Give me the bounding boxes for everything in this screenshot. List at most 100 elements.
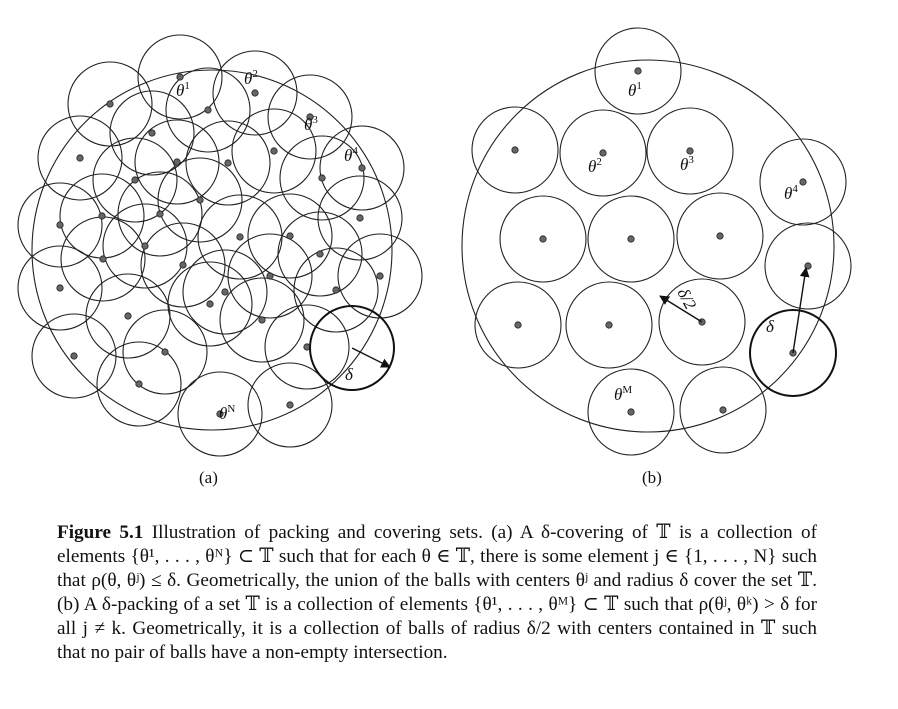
packing-ball — [764, 222, 852, 310]
theta-M-label: θM — [614, 384, 632, 404]
packing-ball — [587, 368, 675, 456]
theta-1-label: θ1 — [176, 80, 190, 100]
highlighted-ball — [309, 305, 395, 391]
covering-ball — [231, 108, 317, 194]
packing-ball — [679, 366, 767, 454]
covering-ball — [247, 362, 333, 448]
center-point — [148, 129, 156, 137]
center-point — [179, 261, 187, 269]
center-point — [358, 164, 366, 172]
theta-2-label: θ2 — [244, 68, 258, 88]
covering-ball — [109, 90, 195, 176]
half-delta-label: δ/2 — [673, 285, 700, 313]
set-T-boundary — [461, 59, 835, 433]
covering-ball — [177, 371, 263, 457]
delta-label: δ — [766, 317, 775, 336]
covering-ball — [137, 34, 223, 120]
center-point — [99, 255, 107, 263]
covering-ball — [102, 203, 188, 289]
packing-ball — [658, 278, 746, 366]
center-point — [56, 221, 64, 229]
center-point — [318, 174, 326, 182]
covering-ball — [212, 50, 298, 136]
center-point — [236, 233, 244, 241]
center-point — [76, 154, 84, 162]
caption-text: Illustration of packing and covering set… — [57, 522, 817, 663]
covering-ball — [37, 115, 123, 201]
covering-ball — [167, 261, 253, 347]
center-point — [799, 178, 807, 186]
center-point — [221, 288, 229, 296]
covering-ball — [264, 304, 350, 390]
center-point — [332, 286, 340, 294]
center-point — [156, 210, 164, 218]
center-point — [251, 89, 259, 97]
packing-centers — [511, 67, 812, 416]
figure-caption: Figure 5.1 Illustration of packing and c… — [57, 521, 817, 665]
center-point — [599, 149, 607, 157]
center-point — [204, 106, 212, 114]
center-point — [176, 73, 184, 81]
covering-ball — [17, 182, 103, 268]
theta-3-label: θ3 — [304, 114, 318, 134]
delta-label: δ — [345, 365, 354, 384]
center-point — [258, 316, 266, 324]
center-point — [173, 158, 181, 166]
center-point — [266, 272, 274, 280]
center-point — [216, 410, 224, 418]
covering-ball — [293, 247, 379, 333]
radius-arrow — [351, 347, 391, 368]
center-point — [56, 284, 64, 292]
theta-4-label: θ4 — [344, 145, 358, 165]
center-point — [539, 235, 547, 243]
covering-ball — [185, 120, 271, 206]
center-point — [306, 113, 314, 121]
theta-1-label: θ1 — [628, 80, 642, 100]
center-point — [627, 235, 635, 243]
covering-ball — [96, 341, 182, 427]
center-point — [124, 312, 132, 320]
center-point — [206, 300, 214, 308]
set-T-boundary — [31, 69, 393, 431]
panel-b-packing: θ1 θ2 θ3 θ4 θM δ/2 δ (b) — [461, 27, 852, 487]
caption-label: Figure 5.1 — [57, 522, 144, 543]
center-point — [605, 321, 613, 329]
center-point — [514, 321, 522, 329]
packing-ball — [471, 106, 559, 194]
theta-3-label: θ3 — [680, 154, 694, 174]
packing-ball — [759, 138, 847, 226]
center-point — [70, 352, 78, 360]
covering-ball — [247, 193, 333, 279]
covering-ball — [319, 125, 405, 211]
covering-ball — [219, 277, 305, 363]
covering-ball — [165, 67, 251, 153]
center-point — [270, 147, 278, 155]
covering-ball — [122, 309, 208, 395]
center-point — [224, 159, 232, 167]
center-point — [719, 406, 727, 414]
center-point — [634, 67, 642, 75]
center-point — [161, 348, 169, 356]
radius-arrow — [792, 267, 810, 354]
packing-ball — [646, 107, 734, 195]
center-point — [511, 146, 519, 154]
center-point — [135, 380, 143, 388]
covering-centers — [56, 73, 384, 418]
packing-ball — [565, 281, 653, 369]
covering-ball — [182, 249, 268, 335]
center-point — [286, 401, 294, 409]
packing-ball — [594, 27, 682, 115]
center-point — [316, 250, 324, 258]
covering-ball — [267, 74, 353, 160]
packing-ball — [587, 195, 675, 283]
theta-2-label: θ2 — [588, 156, 602, 176]
center-point — [98, 212, 106, 220]
highlighted-ball — [749, 309, 837, 397]
covering-ball — [157, 157, 243, 243]
panel-a-covering: θ1 θ2 θ3 θ4 θN δ (a) — [17, 34, 423, 487]
covering-ball — [279, 135, 365, 221]
center-point — [627, 408, 635, 416]
theta-N-label: θN — [219, 403, 235, 423]
packing-balls — [471, 27, 852, 456]
packing-ball — [474, 281, 562, 369]
